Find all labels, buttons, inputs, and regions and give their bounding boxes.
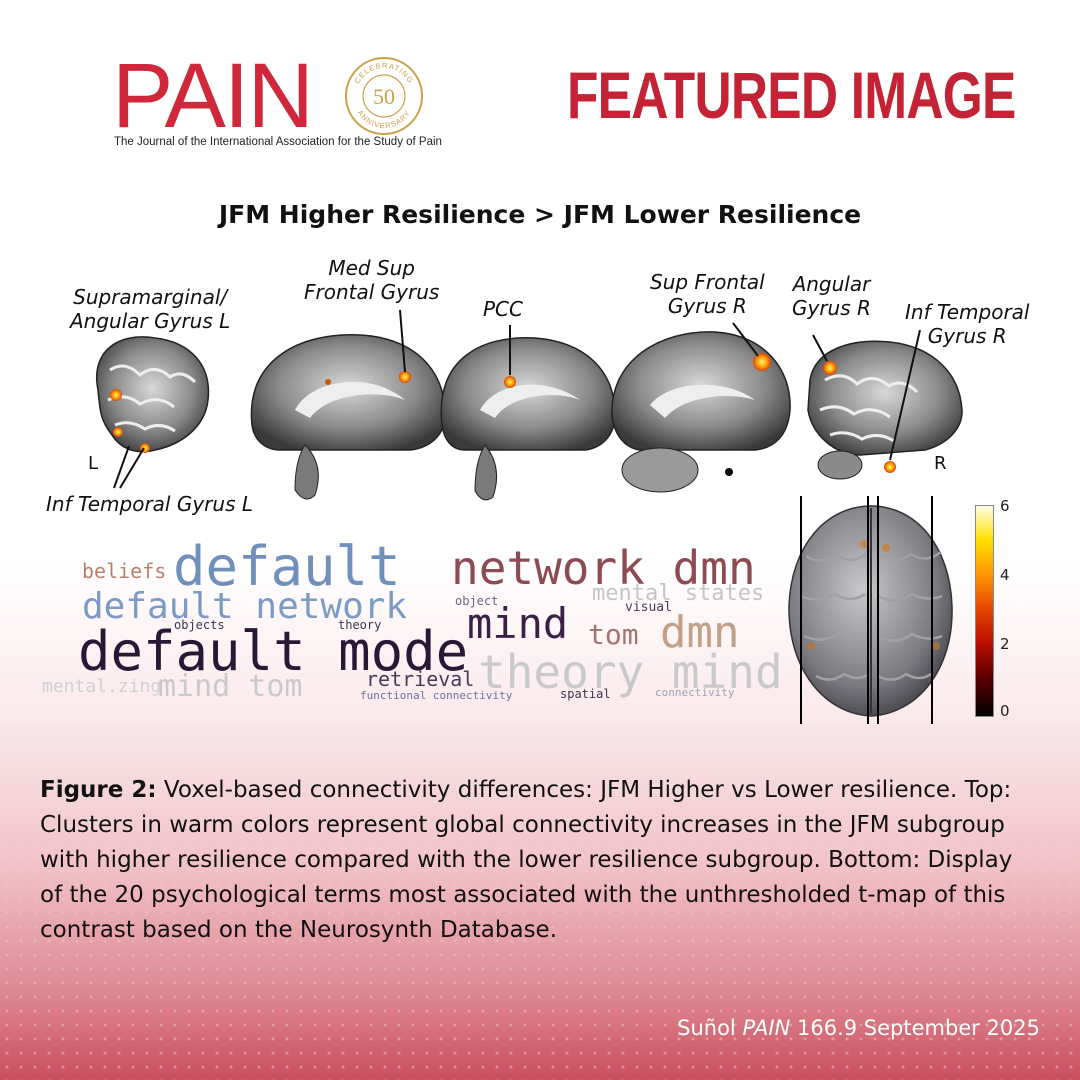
brain-slice-left-lateral <box>95 336 210 453</box>
word-term: mind tom <box>158 669 303 704</box>
word-term: objects <box>174 618 225 632</box>
word-term: object <box>455 594 499 608</box>
word-term: tom <box>588 618 639 651</box>
brand-wordmark: PAIN <box>112 45 314 147</box>
citation-journal: PAIN <box>742 1016 791 1040</box>
word-term: network dmn <box>451 541 756 595</box>
colorbar-tick: 6 <box>1000 497 1010 515</box>
anniversary-seal: CELEBRATING ANNIVERSARY 50 <box>344 56 424 136</box>
left-hemisphere-marker: L <box>88 453 99 474</box>
word-term: default mode <box>78 620 469 683</box>
word-term: theory mind <box>478 645 783 699</box>
brain-slice-medial-right <box>611 331 791 493</box>
word-term: theory <box>338 618 382 632</box>
word-term: connectivity <box>655 686 735 699</box>
word-term: retrieval <box>366 667 475 691</box>
word-term: default network <box>82 586 408 627</box>
citation: Suñol PAIN 166.9 September 2025 <box>677 1016 1040 1040</box>
intensity-colorbar <box>975 505 994 717</box>
colorbar-tick: 4 <box>1000 566 1010 584</box>
featured-image-heading: FEATURED IMAGE <box>567 58 1016 132</box>
journal-tagline: The Journal of the International Associa… <box>114 136 442 148</box>
caption-text: Voxel-based connectivity differences: JF… <box>40 777 1013 943</box>
brain-slice-right-lateral <box>807 340 963 480</box>
label-pointer-lines <box>113 309 921 489</box>
axial-brain-view <box>788 496 953 724</box>
word-term: dmn <box>660 607 740 658</box>
citation-author: Suñol <box>677 1016 743 1040</box>
figure-caption: Figure 2: Voxel-based connectivity diffe… <box>40 773 1040 948</box>
colorbar-tick: 2 <box>1000 635 1010 653</box>
label-supramarginal-angular-l: Supramarginal/Angular Gyrus L <box>70 285 231 334</box>
label-pcc: PCC <box>483 297 523 321</box>
right-hemisphere-marker: R <box>934 453 947 474</box>
caption-label: Figure 2: <box>40 777 157 803</box>
citation-issue: 166.9 September 2025 <box>790 1016 1040 1040</box>
word-term: mental states <box>592 581 765 606</box>
brain-slice-medial-1 <box>250 334 446 500</box>
brain-slice-medial-2 <box>440 337 616 501</box>
word-term: visual <box>625 600 672 615</box>
word-term: beliefs <box>82 559 167 583</box>
word-term: mind <box>467 599 569 648</box>
word-term: default <box>173 535 401 598</box>
word-term: spatial <box>560 687 611 701</box>
seal-number: 50 <box>373 84 395 109</box>
brain-slices-panel <box>95 309 963 501</box>
label-inf-temporal-l: Inf Temporal Gyrus L <box>46 492 253 516</box>
pain-journal-logo: PAIN CELEBRATING ANNIVERSARY 50 The Jour… <box>112 45 442 160</box>
word-term: mental.zing <box>42 676 162 697</box>
word-term: functional connectivity <box>360 689 513 702</box>
colorbar-tick: 0 <box>1000 702 1010 720</box>
figure-title: JFM Higher Resilience > JFM Lower Resili… <box>218 200 862 229</box>
